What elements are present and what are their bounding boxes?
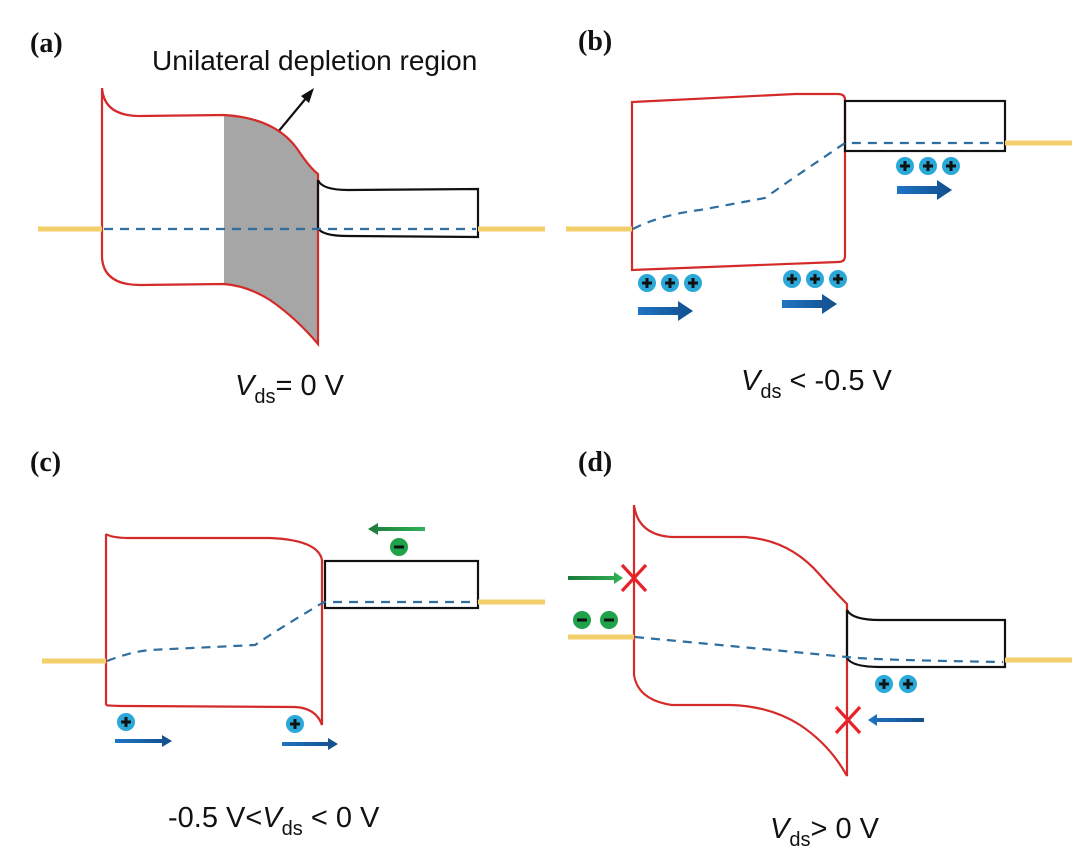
panel-c: (c) -0.5 V<Vds < 0 V: [30, 447, 545, 840]
caption-d: Vds> 0 V: [770, 813, 880, 851]
hole-group: [638, 274, 702, 292]
hole-flow-arrow: [782, 294, 837, 314]
panel-label-a: (a): [30, 28, 63, 59]
hole-flow-arrow: [868, 714, 924, 726]
electron-flow-arrow: [368, 523, 425, 535]
hole-flow-arrow: [638, 301, 693, 321]
hole: [286, 715, 304, 733]
fermi-level: [106, 600, 476, 663]
hole-flow-arrow: [115, 735, 172, 747]
panel-label-d: (d): [578, 447, 612, 478]
metal-band-outline: [316, 179, 480, 239]
metal-band-outline: [845, 609, 1007, 669]
electron: [390, 538, 408, 556]
panel-d: (d) Vds> 0 V: [568, 447, 1072, 851]
metal-band-outline: [843, 99, 1007, 153]
semiconductor-band-outline: [632, 504, 849, 777]
panel-b: (b) Vds < -0.5 V: [566, 26, 1072, 403]
semiconductor-band-outline: [630, 92, 847, 272]
electron: [573, 611, 591, 629]
electron: [600, 611, 618, 629]
caption-c: -0.5 V<Vds < 0 V: [168, 802, 380, 840]
hole: [875, 675, 893, 693]
fermi-level: [632, 141, 1003, 230]
hole-flow-arrow: [897, 180, 952, 200]
hole-group: [783, 270, 847, 288]
electron-flow-arrow: [568, 572, 623, 584]
panel-a: (a) Unilateral depletion region Vds= 0 V: [30, 28, 545, 408]
semiconductor-band-outline: [104, 533, 324, 726]
panel-label-c: (c): [30, 447, 61, 478]
fermi-level: [634, 635, 1004, 664]
hole: [899, 675, 917, 693]
blocked-mark: [620, 563, 648, 593]
depletion-annotation: Unilateral depletion region: [152, 45, 477, 76]
blocked-mark: [834, 705, 862, 735]
hole-group: [896, 157, 960, 175]
caption-a: Vds= 0 V: [235, 370, 345, 408]
caption-b: Vds < -0.5 V: [741, 365, 893, 403]
hole: [117, 713, 135, 731]
metal-band-outline: [323, 559, 480, 610]
hole-flow-arrow: [282, 738, 338, 750]
panel-label-b: (b): [578, 26, 612, 57]
